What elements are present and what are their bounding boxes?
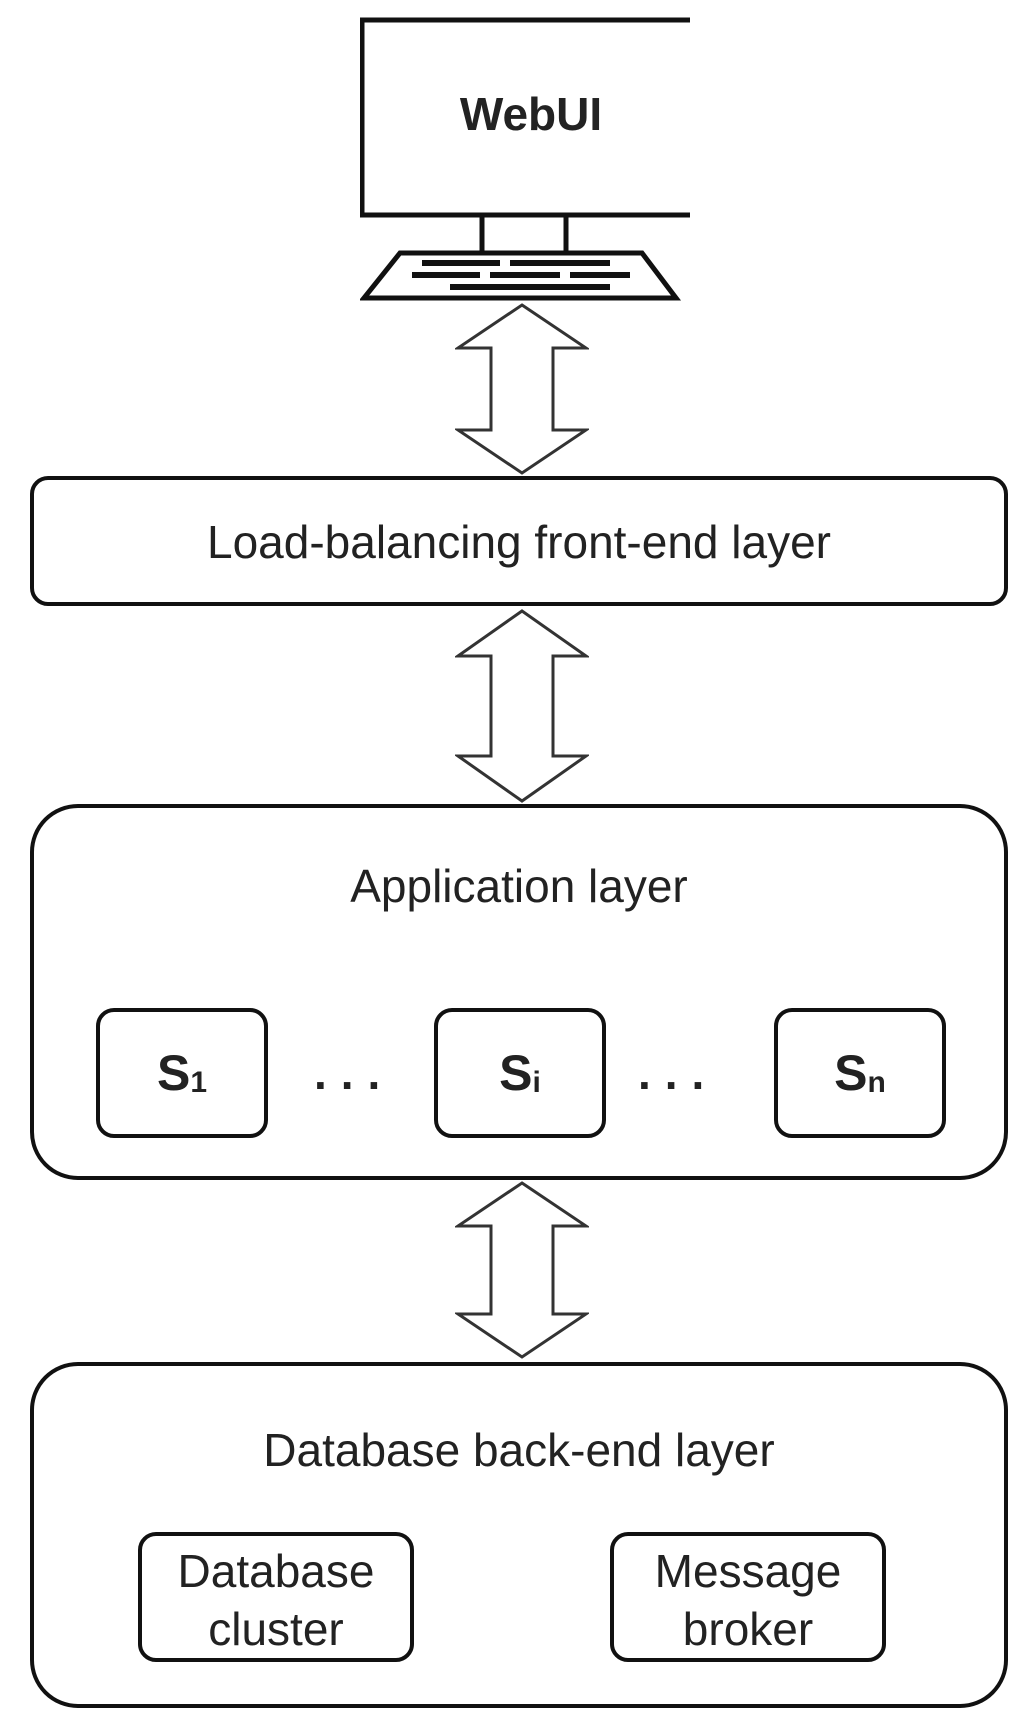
monitor-screen (360, 17, 690, 218)
webui-label: WebUI (459, 88, 603, 140)
database-cluster-label: Database cluster (177, 1545, 375, 1655)
ellipsis-left: ... (314, 1047, 395, 1099)
load-balancer-box: Load-balancing front-end layer (30, 476, 1008, 606)
application-layer-label: Application layer (350, 860, 688, 912)
bidirectional-arrow-icon (455, 1181, 589, 1359)
ellipsis-right: ... (638, 1047, 719, 1099)
message-broker-label: Message broker (654, 1545, 842, 1655)
load-balancer-label: Load-balancing front-end layer (207, 516, 831, 568)
database-cluster-box: Database cluster (138, 1532, 414, 1662)
bidirectional-arrow-icon (455, 609, 589, 803)
database-layer-box: Database back-end layer Database cluster… (30, 1362, 1008, 1708)
computer-icon (360, 17, 690, 301)
monitor-stand (479, 212, 569, 256)
bidirectional-arrow-icon (455, 303, 589, 475)
message-broker-box: Message broker (610, 1532, 886, 1662)
database-layer-label: Database back-end layer (263, 1424, 775, 1476)
